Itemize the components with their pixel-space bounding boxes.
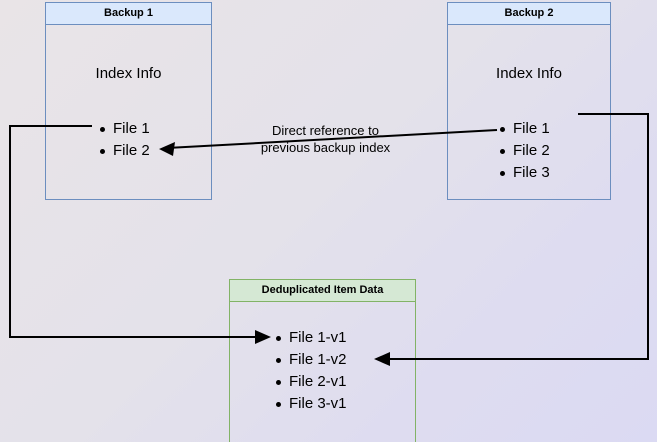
list-item: File 2 bbox=[498, 140, 550, 162]
node-backup-2[interactable]: Backup 2 Index Info File 1 File 2 File 3 bbox=[447, 2, 611, 200]
node-backup-2-title: Backup 2 bbox=[448, 3, 610, 25]
list-item: File 1 bbox=[498, 118, 550, 140]
list-item: File 3-v1 bbox=[274, 393, 347, 415]
node-backup-2-body: Index Info File 1 File 2 File 3 bbox=[448, 25, 610, 199]
node-backup-1-title: Backup 1 bbox=[46, 3, 211, 25]
edge-label-direct-reference: Direct reference to previous backup inde… bbox=[243, 122, 408, 156]
list-item: File 2 bbox=[98, 140, 150, 162]
node-deduplicated-item-data-file-list: File 1-v1 File 1-v2 File 2-v1 File 3-v1 bbox=[274, 327, 347, 415]
node-backup-1[interactable]: Backup 1 Index Info File 1 File 2 bbox=[45, 2, 212, 200]
edge-label-line-2: previous backup index bbox=[260, 140, 391, 155]
list-item: File 1-v1 bbox=[274, 327, 347, 349]
list-item: File 1 bbox=[98, 118, 150, 140]
node-backup-1-file-list: File 1 File 2 bbox=[98, 118, 150, 162]
list-item: File 2-v1 bbox=[274, 371, 347, 393]
node-backup-2-caption: Index Info bbox=[496, 65, 562, 82]
edge-label-line-1: Direct reference to bbox=[272, 123, 379, 138]
list-item: File 1-v2 bbox=[274, 349, 347, 371]
node-deduplicated-item-data[interactable]: Deduplicated Item Data File 1-v1 File 1-… bbox=[229, 279, 416, 442]
node-backup-1-caption: Index Info bbox=[95, 65, 162, 82]
node-backup-1-body: Index Info File 1 File 2 bbox=[46, 25, 211, 199]
node-deduplicated-item-data-body: File 1-v1 File 1-v2 File 2-v1 File 3-v1 bbox=[230, 302, 415, 442]
node-backup-2-file-list: File 1 File 2 File 3 bbox=[498, 118, 550, 184]
list-item: File 3 bbox=[498, 162, 550, 184]
node-deduplicated-item-data-title: Deduplicated Item Data bbox=[230, 280, 415, 302]
